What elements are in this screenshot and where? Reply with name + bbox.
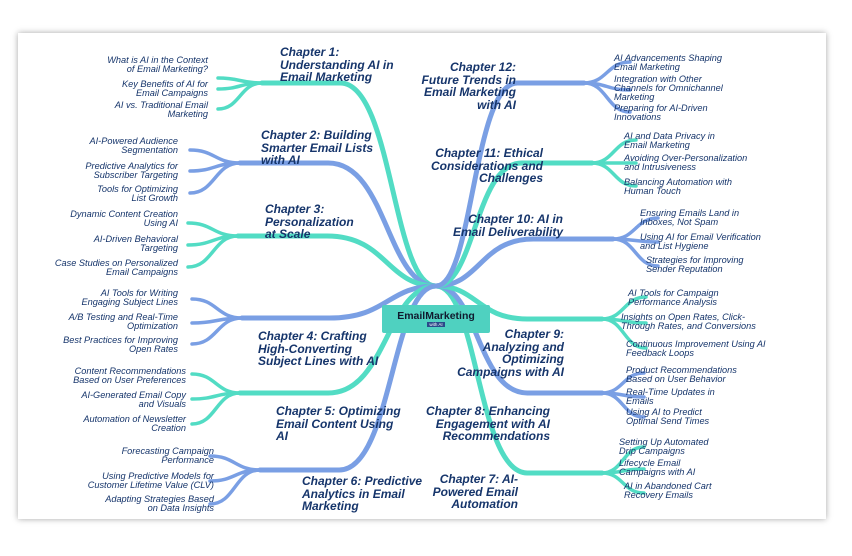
central-topic-title: EmailMarketing bbox=[397, 309, 475, 322]
chapter-11-connector bbox=[433, 160, 595, 289]
chapter-10-leaf-3-connector bbox=[611, 237, 660, 268]
chapter-11-leaf-3-connector bbox=[590, 161, 638, 188]
chapter-7-connector bbox=[433, 283, 605, 476]
central-topic-tag: with AI bbox=[427, 322, 445, 328]
chapter-1-connector bbox=[259, 80, 439, 289]
chapter-3-connector bbox=[235, 233, 439, 289]
mind-map-connectors bbox=[186, 60, 660, 506]
chapter-4-connector bbox=[239, 283, 439, 321]
chapter-9-leaf-3-connector bbox=[600, 317, 648, 350]
chapter-6-leaf-1-connector bbox=[208, 454, 262, 472]
chapter-12-leaf-3-connector bbox=[582, 81, 632, 114]
central-topic-node: EmailMarketing with AI bbox=[382, 305, 490, 333]
chapter-6-leaf-3-connector bbox=[208, 468, 262, 506]
chapter-9-connector bbox=[433, 283, 605, 322]
chapter-4-leaf-1-connector bbox=[190, 297, 244, 320]
chapter-10-connector bbox=[433, 236, 616, 289]
chapter-2-leaf-3-connector bbox=[188, 161, 242, 195]
chapter-8-leaf-3-connector bbox=[600, 391, 646, 419]
chapter-2-connector bbox=[237, 160, 439, 289]
chapter-3-leaf-1-connector bbox=[186, 221, 240, 238]
chapter-6-connector bbox=[257, 283, 439, 473]
chapter-5-leaf-3-connector bbox=[190, 391, 242, 426]
chapter-5-leaf-1-connector bbox=[190, 372, 242, 395]
chapter-9-leaf-2: Insights on Open Rates, Click-Through Ra… bbox=[621, 312, 756, 332]
chapter-5-connector bbox=[237, 283, 439, 396]
chapter-7-leaf-3-connector bbox=[600, 471, 646, 495]
chapter-4-leaf-3-connector bbox=[190, 316, 244, 346]
mind-map-frame: EmailMarketing with AI Chapter 1:Underst… bbox=[18, 33, 826, 519]
chapter-3-leaf-3-connector bbox=[186, 234, 240, 269]
chapter-1-leaf-3-connector bbox=[216, 81, 264, 111]
chapter-2-leaf-1-connector bbox=[188, 148, 242, 165]
chapter-12-connector bbox=[433, 80, 587, 289]
chapter-8-connector bbox=[433, 283, 605, 396]
